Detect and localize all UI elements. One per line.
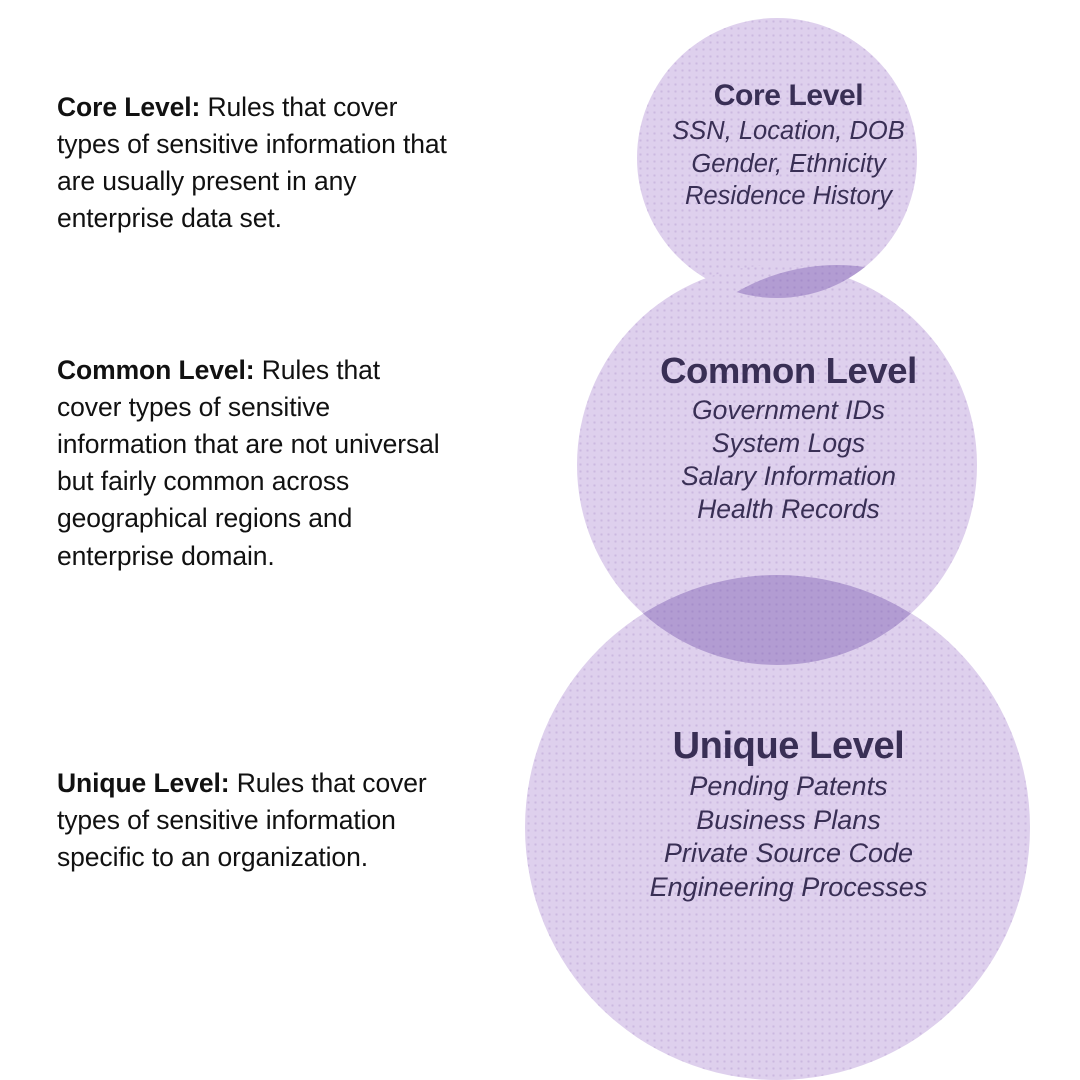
circle-common-title: Common Level	[660, 350, 917, 391]
description-core-lead: Core Level:	[57, 91, 201, 122]
list-item: Pending Patents	[689, 771, 888, 801]
description-common: Common Level: Rules that cover types of …	[57, 352, 449, 575]
list-item: Gender, Ethnicity	[691, 149, 886, 178]
description-core-body: Rules that cover types of sensitive info…	[57, 91, 447, 234]
description-common-body: Rules that cover types of sensitive info…	[57, 354, 440, 571]
circle-common-label: Common Level Government IDs System Logs …	[497, 348, 1080, 526]
circle-unique-label: Unique Level Pending Patents Business Pl…	[497, 722, 1080, 904]
circle-common-items: Government IDs System Logs Salary Inform…	[497, 394, 1080, 526]
description-unique-body: Rules that cover types of sensitive info…	[57, 767, 427, 872]
list-item: Business Plans	[696, 804, 881, 835]
list-item: Government IDs	[692, 395, 885, 425]
venn-diagram: Core Level SSN, Location, DOB Gender, Et…	[497, 0, 1080, 1080]
list-item: Engineering Processes	[649, 871, 928, 902]
description-common-lead: Common Level:	[57, 354, 255, 385]
list-item: SSN, Location, DOB	[672, 117, 905, 145]
description-unique: Unique Level: Rules that cover types of …	[57, 765, 449, 877]
circle-core-items: SSN, Location, DOB Gender, Ethnicity Res…	[497, 115, 1080, 213]
list-item: System Logs	[711, 428, 866, 458]
circle-core	[637, 18, 917, 298]
list-item: Health Records	[697, 494, 880, 524]
list-item: Residence History	[685, 182, 892, 210]
circle-unique-items: Pending Patents Business Plans Private S…	[497, 770, 1080, 904]
list-item: Salary Information	[680, 461, 897, 491]
list-item: Private Source Code	[663, 838, 914, 868]
circle-core-title: Core Level	[713, 79, 864, 112]
description-core: Core Level: Rules that cover types of se…	[57, 89, 449, 238]
circle-core-label: Core Level SSN, Location, DOB Gender, Et…	[497, 77, 1080, 213]
circle-unique-title: Unique Level	[672, 725, 905, 767]
description-column: Core Level: Rules that cover types of se…	[57, 0, 457, 1080]
description-unique-lead: Unique Level:	[57, 767, 230, 798]
